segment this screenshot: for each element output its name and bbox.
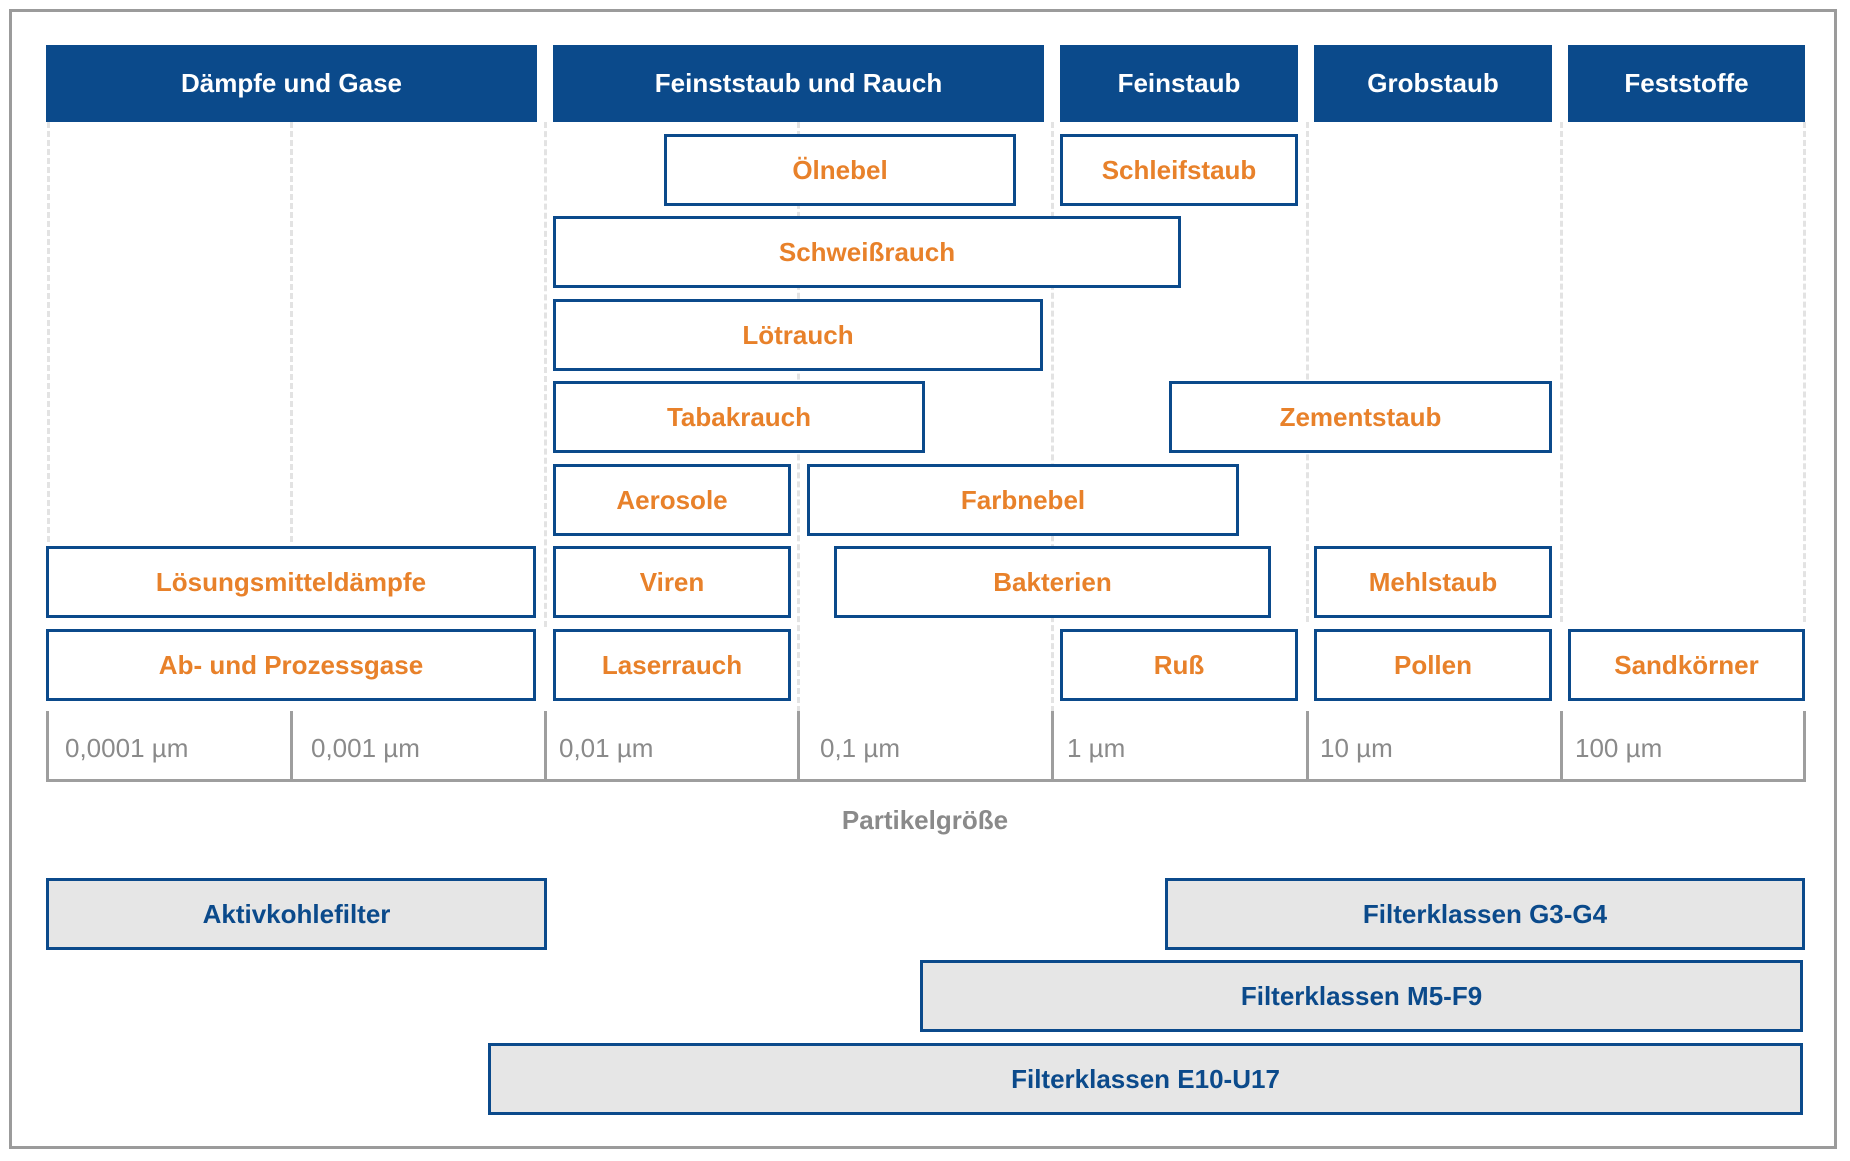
header-fine-dust: Feinstaub <box>1060 45 1298 122</box>
filter-g3-g4: Filterklassen G3-G4 <box>1165 878 1805 950</box>
gridline <box>1306 122 1309 622</box>
header-solids: Feststoffe <box>1568 45 1805 122</box>
box-solvent-vapors: Lösungsmitteldämpfe <box>46 546 536 618</box>
axis-tick <box>1803 711 1806 782</box>
axis-tick <box>1051 711 1054 782</box>
box-aerosols: Aerosole <box>553 464 791 536</box>
gridline <box>1051 122 1054 712</box>
tick-label-0-0001: 0,0001 µm <box>65 733 189 763</box>
filter-activated-carbon: Aktivkohlefilter <box>46 878 547 950</box>
filter-e10-u17: Filterklassen E10-U17 <box>488 1043 1803 1115</box>
axis-tick <box>1306 711 1309 782</box>
gridline <box>1803 122 1806 622</box>
tick-label-10: 10 µm <box>1320 733 1393 763</box>
filter-m5-f9: Filterklassen M5-F9 <box>920 960 1803 1032</box>
tick-label-0-001: 0,001 µm <box>311 733 420 763</box>
gridline <box>1560 122 1563 622</box>
box-oil-mist: Ölnebel <box>664 134 1016 206</box>
header-coarse-dust: Grobstaub <box>1314 45 1552 122</box>
box-flour-dust: Mehlstaub <box>1314 546 1552 618</box>
box-viruses: Viren <box>553 546 791 618</box>
box-pollen: Pollen <box>1314 629 1552 701</box>
gridline <box>544 122 547 627</box>
header-fine-dust-smoke: Feinststaub und Rauch <box>553 45 1044 122</box>
axis-baseline <box>46 779 1805 782</box>
axis-tick <box>46 711 49 782</box>
axis-title: Partikelgröße <box>841 805 1009 835</box>
axis-tick <box>1560 711 1563 782</box>
axis-tick <box>797 711 800 782</box>
box-tobacco-smoke: Tabakrauch <box>553 381 925 453</box>
gridline <box>47 122 50 542</box>
box-bacteria: Bakterien <box>834 546 1271 618</box>
tick-label-100: 100 µm <box>1575 733 1663 763</box>
tick-label-1: 1 µm <box>1067 733 1126 763</box>
box-soot: Ruß <box>1060 629 1298 701</box>
axis-tick <box>290 711 293 782</box>
box-exhaust-process-gases: Ab- und Prozessgase <box>46 629 536 701</box>
box-paint-mist: Farbnebel <box>807 464 1239 536</box>
header-vapors-gases: Dämpfe und Gase <box>46 45 537 122</box>
tick-label-0-1: 0,1 µm <box>820 733 901 763</box>
tick-label-0-01: 0,01 µm <box>559 733 654 763</box>
box-cement-dust: Zementstaub <box>1169 381 1552 453</box>
box-welding-fume: Schweißrauch <box>553 216 1181 288</box>
box-grinding-dust: Schleifstaub <box>1060 134 1298 206</box>
axis-tick <box>544 711 547 782</box>
box-laser-fume: Laserrauch <box>553 629 791 701</box>
box-sand-grains: Sandkörner <box>1568 629 1805 701</box>
box-solder-fume: Lötrauch <box>553 299 1043 371</box>
gridline <box>290 122 293 542</box>
